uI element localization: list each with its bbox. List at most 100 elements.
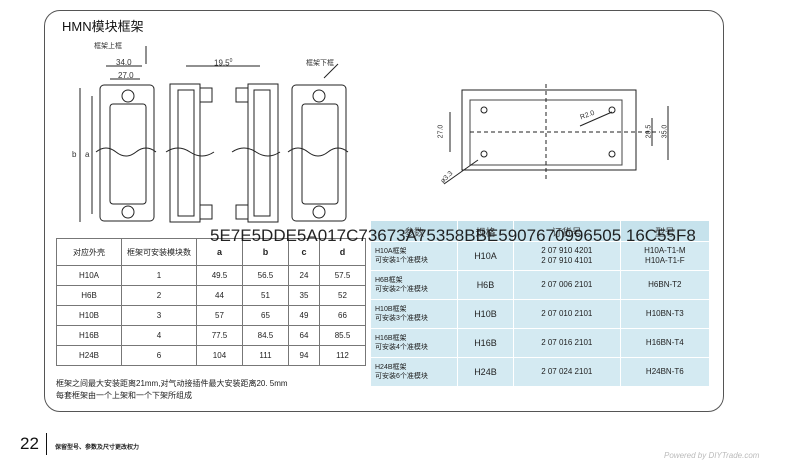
cell: H6B: [56, 285, 122, 306]
order-no: 2 07 010 2101: [512, 299, 621, 329]
model-no: H10BN-T3: [619, 299, 711, 329]
cell: 84.5: [241, 325, 289, 346]
cell: H6B: [457, 270, 514, 300]
cell: H10B框架可安装3个准模块: [370, 299, 458, 329]
frame-top-label: 框架上框: [94, 43, 122, 50]
order-no: 2 07 910 4101: [541, 256, 593, 265]
page-divider: [46, 433, 47, 455]
header-c: c: [287, 238, 321, 266]
order-no: 2 07 006 2101: [512, 270, 621, 300]
note-line: 框架之间最大安装距离21mm,对气动接插件最大安装距离20. 5mm: [56, 379, 288, 388]
order-no: 2 07 910 4201: [541, 246, 593, 255]
cell: 6: [121, 345, 197, 366]
desc-line: 可安装1个准模块: [375, 257, 428, 264]
installation-note: 框架之间最大安装距离21mm,对气动接插件最大安装距离20. 5mm 每套框架由…: [56, 378, 288, 402]
desc-line: H6B框架: [375, 277, 403, 284]
cell: H16B: [56, 325, 122, 346]
dim-b: b: [72, 150, 77, 159]
cell: 104: [196, 345, 243, 366]
dim-a: a: [85, 150, 90, 159]
header-housing: 对应外壳: [56, 238, 122, 266]
desc-line: 可安装2个准模块: [375, 286, 428, 293]
cell: 49.5: [196, 265, 243, 286]
cell: 112: [319, 345, 366, 366]
content-panel: [44, 10, 724, 412]
ordering-table: 参数 规格 订货号 型号 H10A框架可安装1个准模块 H10A 2 07 91…: [370, 220, 711, 387]
cell: 51: [241, 285, 289, 306]
order-no: 2 07 016 2101: [512, 328, 621, 358]
cell: 24: [287, 265, 321, 286]
cell: H10A框架可安装1个准模块: [370, 241, 458, 271]
model-no: H16BN-T4: [619, 328, 711, 358]
footer-text: 保留型号、参数及尺寸更改权力: [55, 445, 140, 451]
table-row: H16B框架可安装4个准模块 H16B 2 07 016 2101 H16BN-…: [370, 328, 711, 358]
cell: H24B: [56, 345, 122, 366]
cell: 65: [241, 305, 289, 326]
table-row: H10B框架可安装3个准模块 H10B 2 07 010 2101 H10BN-…: [370, 299, 711, 329]
cell: 77.5: [196, 325, 243, 346]
desc-line: 可安装3个准模块: [375, 315, 428, 322]
cell: H6B框架可安装2个准模块: [370, 270, 458, 300]
cell: 57: [196, 305, 243, 326]
cell: 64: [287, 325, 321, 346]
cell: 49: [287, 305, 321, 326]
page-title: HMN模块框架: [62, 19, 144, 34]
model-no: H6BN-T2: [619, 270, 711, 300]
model-no: H24BN-T6: [619, 357, 711, 387]
desc-line: H10A框架: [375, 248, 407, 255]
order-no: 2 07 024 2101: [512, 357, 621, 387]
desc-line: H24B框架: [375, 364, 407, 371]
dim-20-5: 20.5: [645, 124, 653, 139]
model-no: H10A-T1-F: [645, 256, 685, 265]
cell: H24B: [457, 357, 514, 387]
cell: H10A: [56, 265, 122, 286]
dimension-table-header: 对应外壳 框架可安装模块数 a b c d: [56, 238, 366, 266]
cell: H16B框架可安装4个准模块: [370, 328, 458, 358]
dim-35: 35.0: [661, 124, 669, 139]
cell: H10A: [457, 241, 514, 271]
cell: 35: [287, 285, 321, 306]
cell: 2: [121, 285, 197, 306]
overlay-hash-text: 5E7E5DDE5A017C73673A75358BBE590767099650…: [210, 226, 696, 245]
watermark: Powered by DIYTrade.com: [664, 451, 760, 460]
cell: 44: [196, 285, 243, 306]
desc-line: H10B框架: [375, 306, 407, 313]
cell: 94: [287, 345, 321, 366]
cell: 56.5: [241, 265, 289, 286]
header-param: 参数: [370, 220, 458, 242]
desc-line: H16B框架: [375, 335, 407, 342]
header-module-count: 框架可安装模块数: [121, 238, 197, 266]
model-no: H10A-T1-M: [644, 246, 686, 255]
cell: H24B框架可安装6个准模块: [370, 357, 458, 387]
cell: 52: [319, 285, 366, 306]
frame-bottom-label: 框架下框: [306, 60, 334, 67]
cell: 111: [241, 345, 289, 366]
cell: H10B: [56, 305, 122, 326]
dim-19: 19.50: [214, 58, 233, 68]
cell: 85.5: [319, 325, 366, 346]
desc-line: 可安装4个准模块: [375, 344, 428, 351]
cell: 1: [121, 265, 197, 286]
dim-27-vertical: 27.0: [437, 124, 445, 139]
header-order-no: 订货号: [512, 220, 621, 242]
page-number: 22: [20, 434, 39, 453]
cell: H16B: [457, 328, 514, 358]
note-line: 每套框架由一个上架和一个下架所组成: [56, 391, 192, 400]
cell: 4: [121, 325, 197, 346]
cell: H10B: [457, 299, 514, 329]
desc-line: 可安装6个准模块: [375, 373, 428, 380]
dim-34: 34.0: [116, 58, 132, 67]
table-row: H6B框架可安装2个准模块 H6B 2 07 006 2101 H6BN-T2: [370, 270, 711, 300]
ordering-table-header: 参数 规格 订货号 型号: [370, 220, 711, 242]
cell: 3: [121, 305, 197, 326]
